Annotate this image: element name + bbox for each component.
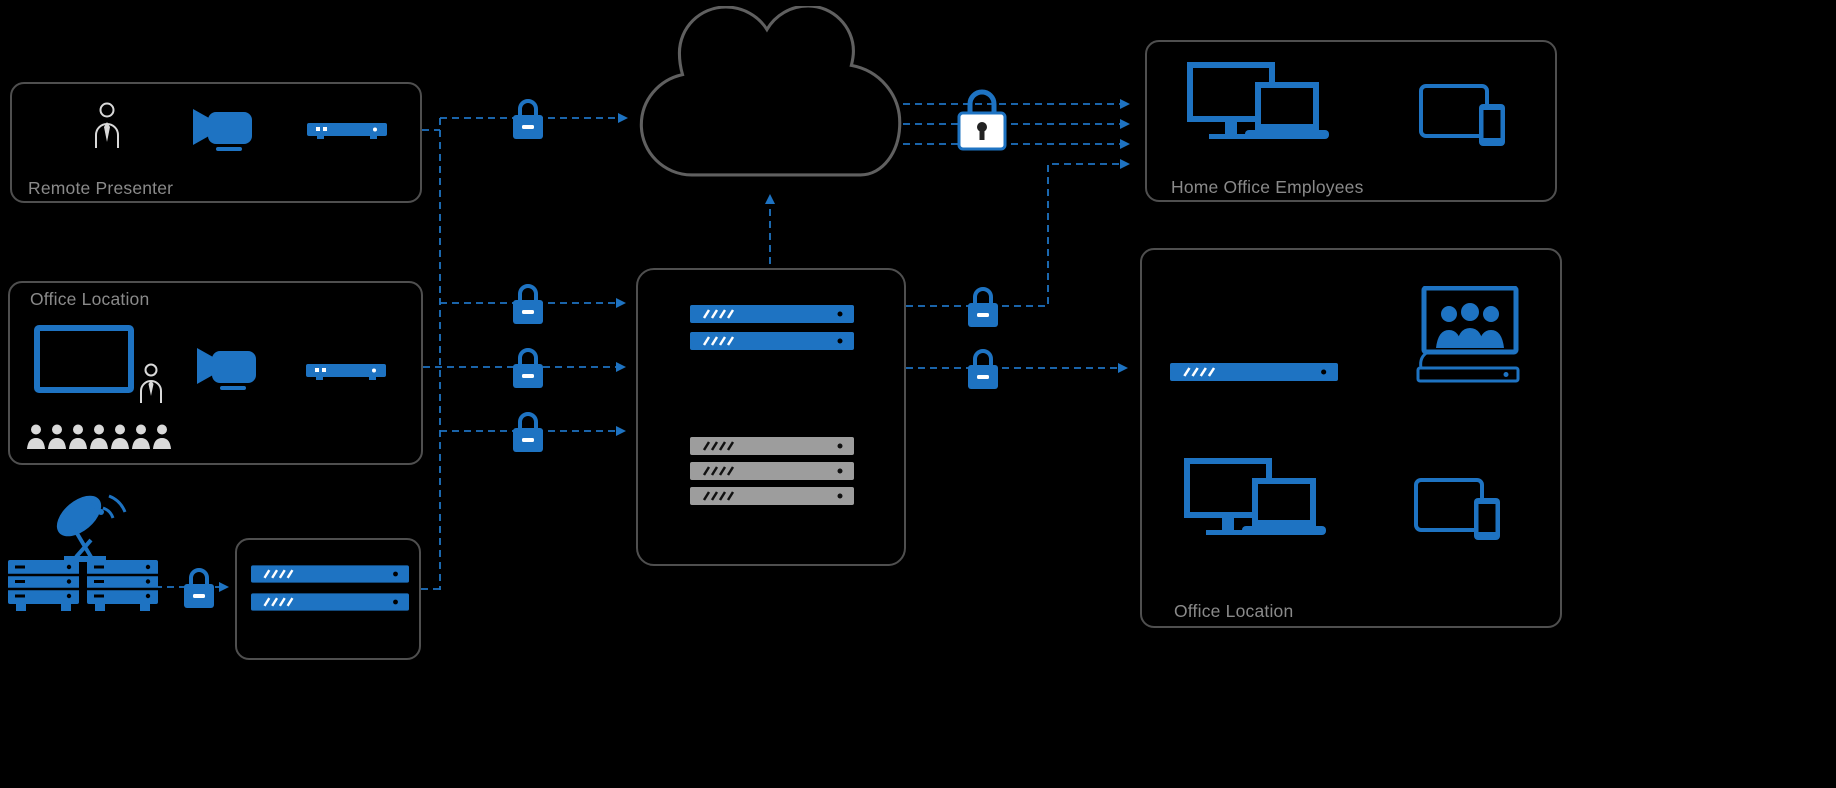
server-rack-icon: [8, 560, 158, 612]
tablet-phone-icon: [1414, 478, 1504, 542]
padlock-icon: [964, 282, 1002, 330]
padlock-icon: [509, 407, 547, 455]
padlock-large-icon: [954, 84, 1010, 154]
padlock-icon: [509, 279, 547, 327]
server-icon: [251, 592, 409, 612]
codec-device-icon: [307, 122, 387, 140]
home-office-group: Home Office Employees: [1145, 40, 1557, 202]
edge-servers-box: [235, 538, 421, 660]
video-camera-icon: [196, 345, 258, 393]
standby-server-icon: [690, 436, 854, 456]
central-hub-box: [636, 268, 906, 566]
office-location-left-label: Office Location: [30, 289, 150, 309]
server-icon: [690, 331, 854, 351]
padlock-icon: [964, 344, 1002, 392]
person-icon: [138, 363, 164, 405]
standby-server-icon: [690, 461, 854, 481]
desktop-laptop-icon: [1187, 62, 1337, 154]
server-icon: [251, 564, 409, 584]
standby-server-icon: [690, 486, 854, 506]
cloud-icon: [630, 6, 908, 178]
desktop-laptop-icon: [1184, 458, 1334, 550]
server-icon: [690, 304, 854, 324]
tablet-phone-icon: [1419, 84, 1509, 148]
home-office-label: Home Office Employees: [1171, 177, 1364, 197]
presenter-person-icon: [92, 102, 122, 150]
padlock-icon: [509, 94, 547, 142]
video-camera-icon: [192, 106, 254, 154]
office-location-right-label: Office Location: [1174, 601, 1294, 621]
office-location-left-group: Office Location: [8, 281, 423, 465]
office-location-right-group: Office Location: [1140, 248, 1562, 628]
padlock-icon: [509, 343, 547, 391]
display-screen-icon: [34, 325, 134, 393]
server-icon: [1170, 362, 1338, 382]
padlock-icon: [180, 563, 218, 611]
codec-device-icon: [306, 363, 386, 381]
remote-presenter-label: Remote Presenter: [28, 178, 174, 198]
audience-icon: [26, 423, 176, 449]
remote-presenter-group: Remote Presenter: [10, 82, 422, 203]
satellite-dish-icon: [45, 486, 133, 564]
video-conference-icon: [1414, 286, 1522, 388]
connector-hub-to-home: [906, 159, 1130, 307]
